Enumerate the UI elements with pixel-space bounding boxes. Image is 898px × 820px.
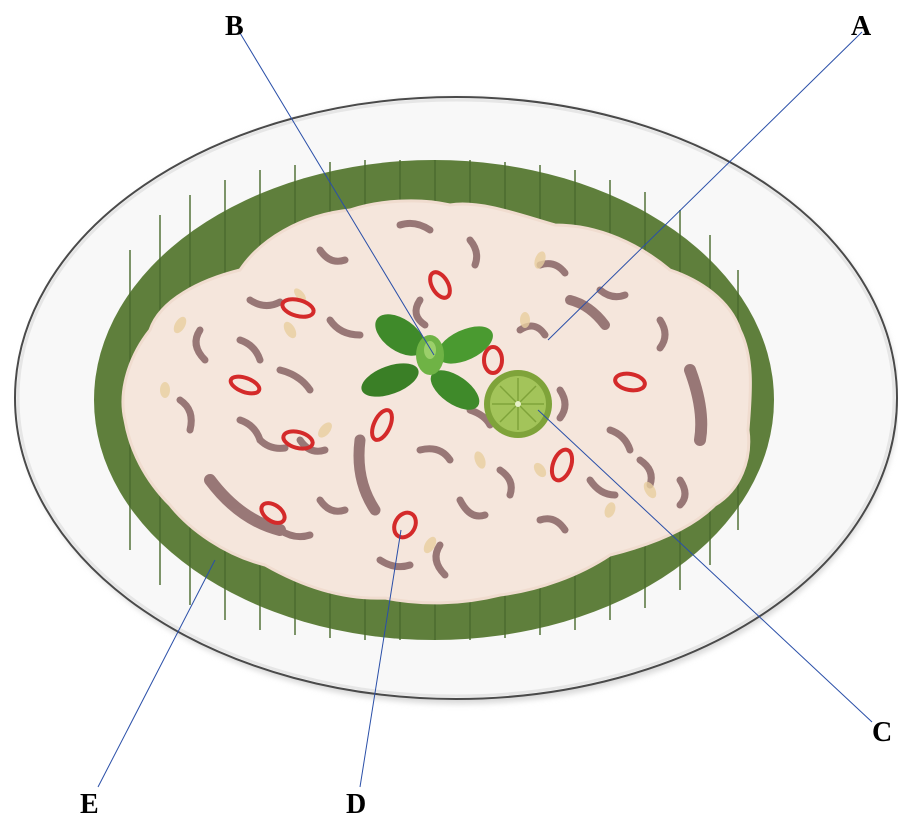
label-c: C: [872, 719, 892, 747]
label-d: D: [346, 791, 366, 819]
lime-slice: [484, 370, 552, 438]
label-a: A: [851, 13, 871, 41]
label-b: B: [225, 13, 244, 41]
label-e: E: [80, 791, 99, 819]
